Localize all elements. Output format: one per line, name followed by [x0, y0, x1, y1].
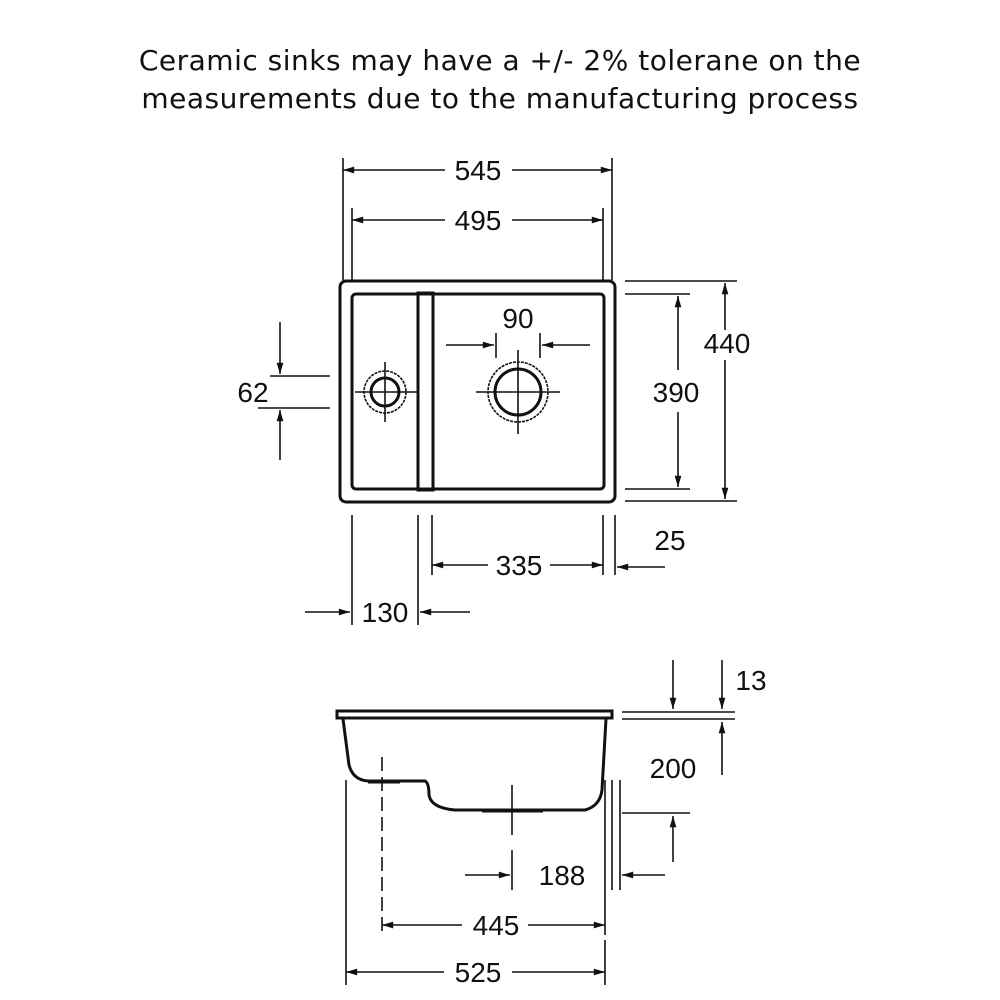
bowl-outline: [350, 292, 606, 491]
sink-body-profile: [341, 718, 608, 812]
dim-offset-188: 188: [539, 860, 586, 891]
dim-bottom-width: 445: [473, 910, 520, 941]
dim-bowl-depth: 200: [650, 753, 697, 784]
dim-inner-depth: 390: [653, 377, 700, 408]
dim-overall-depth: 440: [704, 328, 751, 359]
sink-outline: [338, 279, 617, 504]
dim-rim-thickness: 13: [735, 665, 766, 696]
dim-main-bowl-width: 335: [496, 550, 543, 581]
title-line-2: measurements due to the manufacturing pr…: [141, 82, 859, 115]
small-drain-icon: [355, 362, 418, 422]
dim-inner-width: 495: [455, 205, 502, 236]
title-line-1: Ceramic sinks may have a +/- 2% tolerane…: [138, 44, 862, 77]
dim-side-overall-width: 525: [455, 957, 502, 988]
side-view: 13 200 188 445 525: [335, 660, 767, 988]
dim-rim: 25: [654, 525, 685, 556]
sink-rim: [335, 709, 614, 720]
main-drain-icon: [476, 350, 560, 434]
dim-overall-width: 545: [455, 155, 502, 186]
dim-small-drain-offset: 62: [237, 377, 268, 408]
dim-drain-diameter: 90: [502, 303, 533, 334]
dim-small-bowl-width: 130: [362, 597, 409, 628]
top-view: 545 495 90 62 440 390 335: [237, 155, 750, 628]
bowl-divider: [416, 291, 435, 492]
